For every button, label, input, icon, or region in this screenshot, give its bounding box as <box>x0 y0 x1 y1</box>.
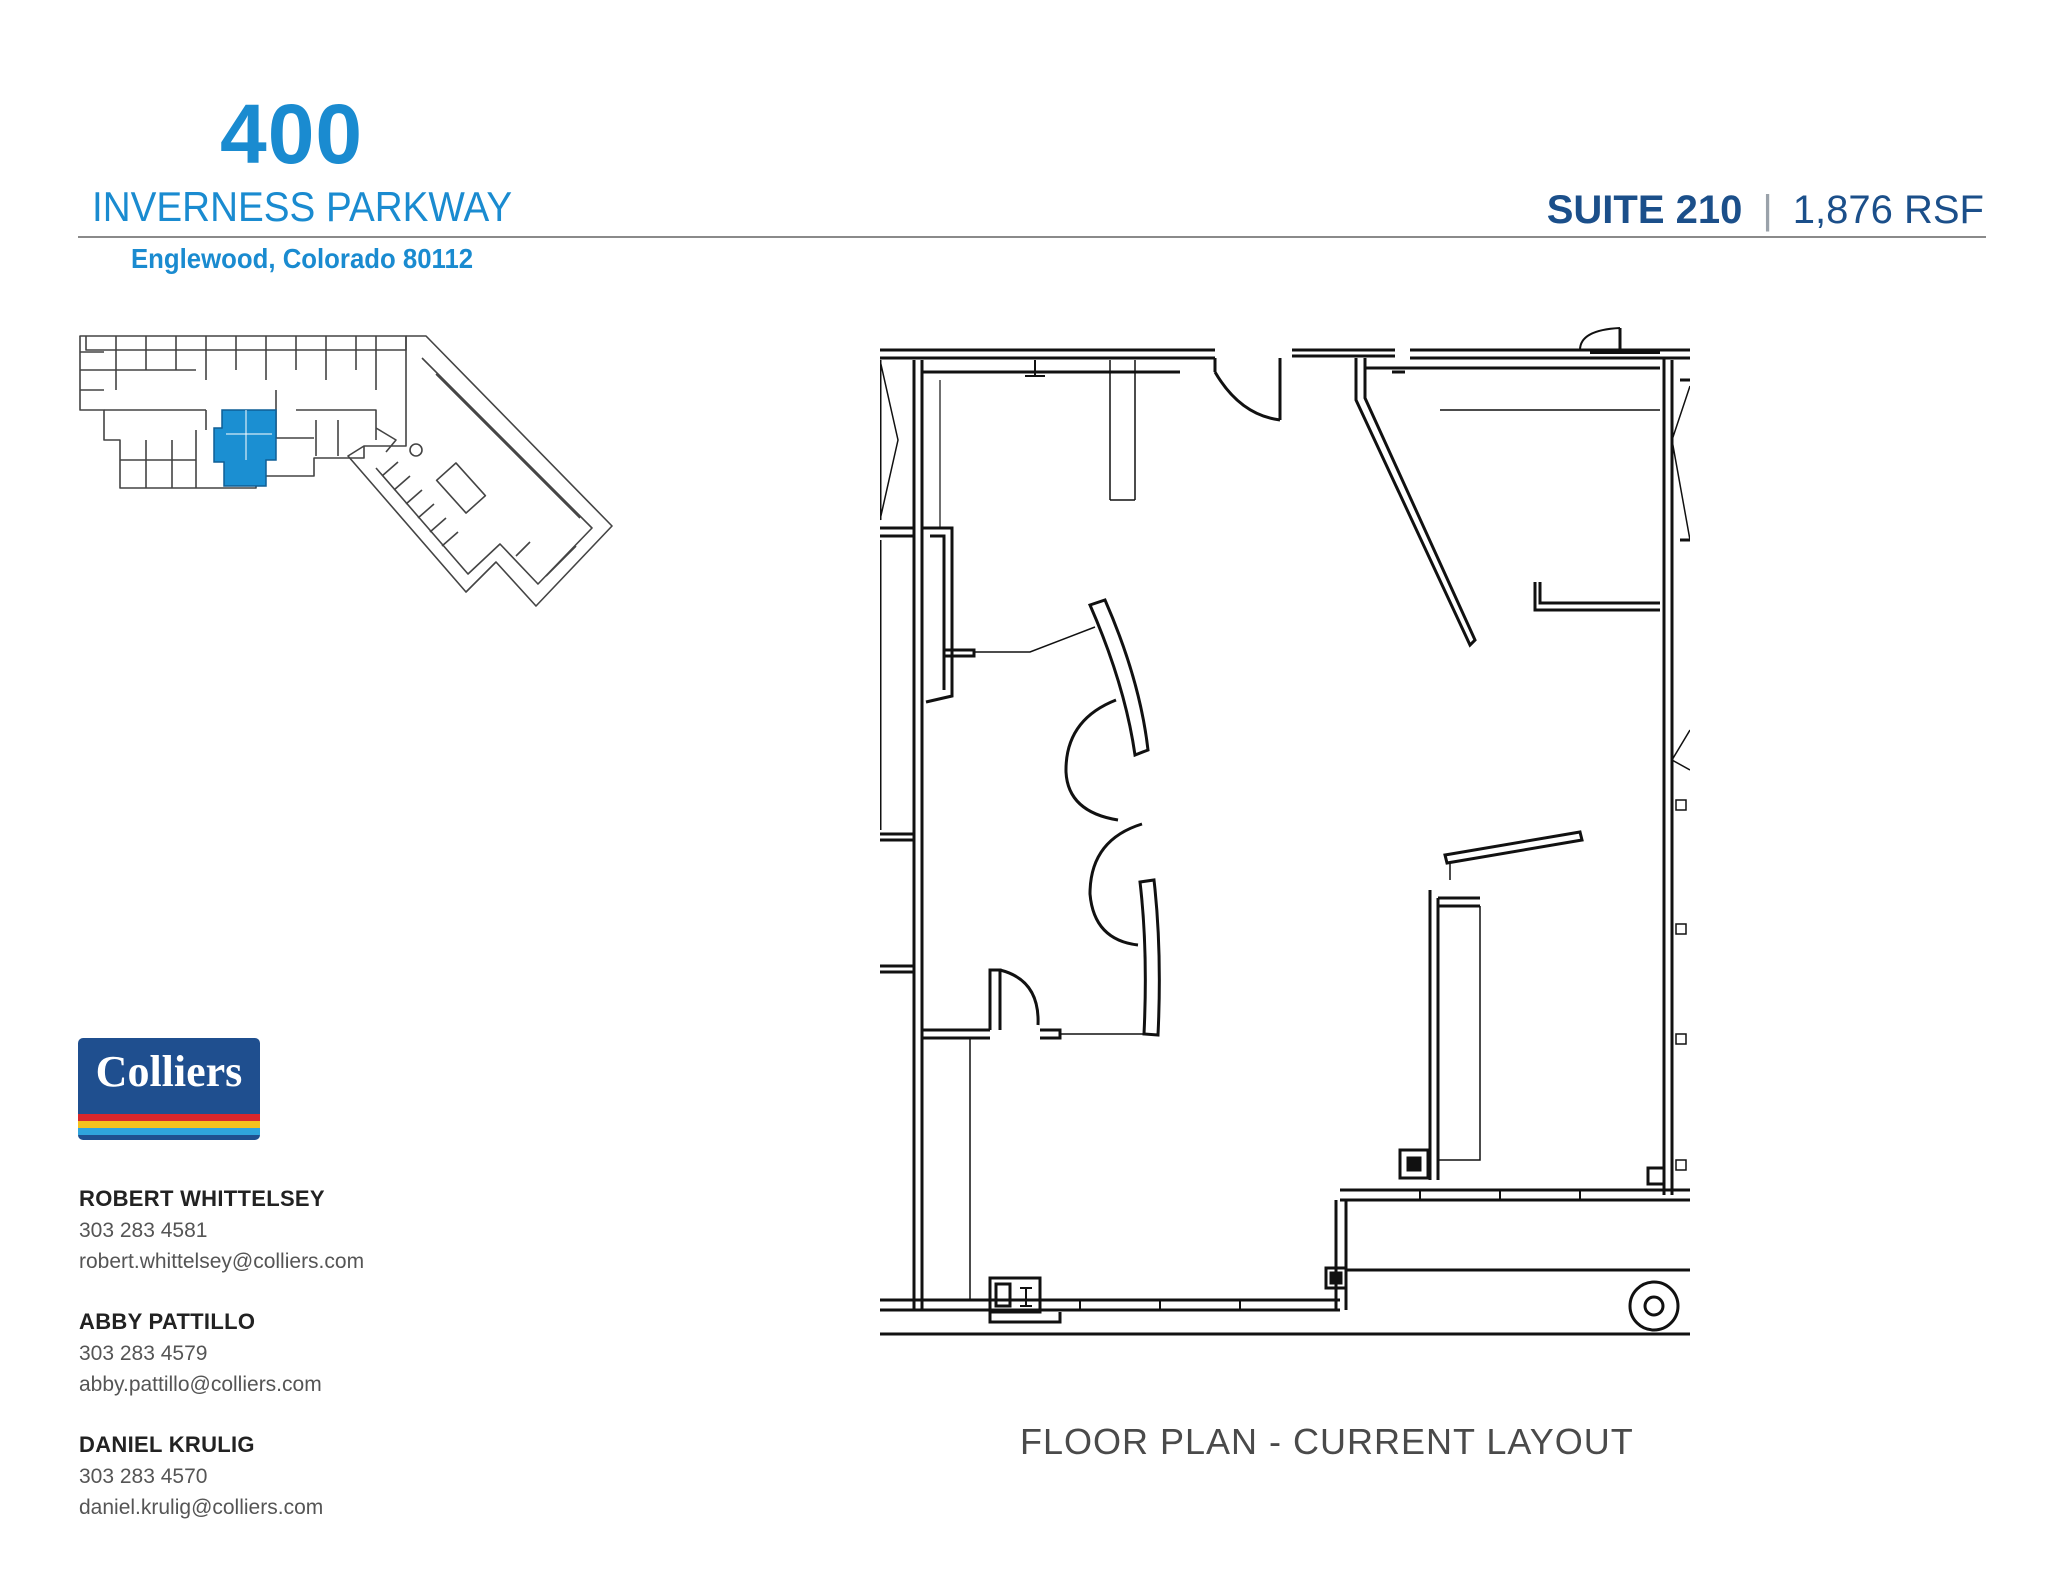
building-keyplan <box>79 335 613 607</box>
suite-separator: | <box>1762 188 1773 232</box>
suite-label: SUITE 210 <box>1546 188 1743 232</box>
logo-text: Colliers <box>95 1047 243 1096</box>
contact-email[interactable]: robert.whittelsey@colliers.com <box>79 1250 365 1273</box>
contact-name: ABBY PATTILLO <box>79 1309 256 1334</box>
contact-card: DANIEL KRULIG 303 283 4570 daniel.krulig… <box>79 1432 324 1519</box>
contact-phone: 303 283 4581 <box>79 1219 208 1242</box>
city-line: Englewood, Colorado 80112 <box>131 243 474 274</box>
suite-area: 1,876 RSF <box>1792 188 1984 232</box>
logo-stripe-red <box>78 1114 260 1121</box>
logo-stripe-navy <box>78 1135 260 1140</box>
colliers-logo: Colliers <box>78 1038 260 1140</box>
highlighted-suite <box>213 409 277 487</box>
contact-email[interactable]: abby.pattillo@colliers.com <box>79 1373 322 1396</box>
suite-info: SUITE 210 | 1,876 RSF <box>1547 190 1984 230</box>
floor-plan-drawing <box>880 327 1690 1336</box>
contact-name: ROBERT WHITTELSEY <box>79 1186 325 1211</box>
contact-phone: 303 283 4570 <box>79 1465 208 1488</box>
street-name: INVERNESS PARKWAY <box>92 183 513 230</box>
logo-background <box>78 1038 260 1114</box>
floor-plan-caption: FLOOR PLAN - CURRENT LAYOUT <box>1020 1421 1634 1462</box>
contact-card: ROBERT WHITTELSEY 303 283 4581 robert.wh… <box>79 1186 365 1273</box>
logo-stripe-yellow <box>78 1121 260 1128</box>
contact-phone: 303 283 4579 <box>79 1342 208 1365</box>
address-number: 400 <box>220 87 364 181</box>
contact-name: DANIEL KRULIG <box>79 1432 255 1457</box>
contact-card: ABBY PATTILLO 303 283 4579 abby.pattillo… <box>79 1309 322 1396</box>
header-divider <box>78 236 1986 238</box>
contact-email[interactable]: daniel.krulig@colliers.com <box>79 1496 324 1519</box>
logo-stripe-blue <box>78 1128 260 1135</box>
